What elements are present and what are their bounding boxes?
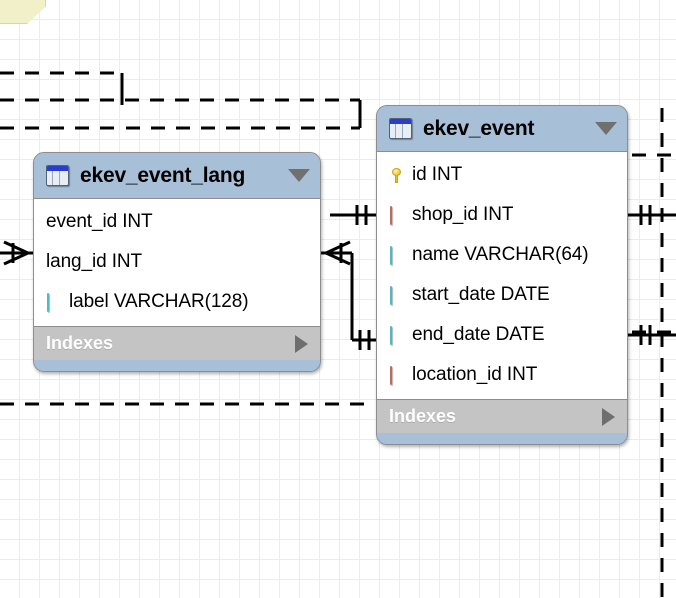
table-row[interactable]: lang_id INT: [34, 242, 320, 282]
rel-lang-left: [0, 240, 33, 266]
field-label: location_id INT: [412, 364, 538, 385]
indexes-section[interactable]: Indexes: [34, 326, 320, 360]
table-header[interactable]: ekev_event: [377, 106, 627, 151]
field-label: end_date DATE: [412, 324, 545, 345]
field-label: event_id INT: [46, 211, 153, 232]
table-ekev-event-lang[interactable]: ekev_event_lang event_id INT lang_id INT…: [33, 152, 321, 372]
table-icon: [46, 165, 69, 186]
table-title: ekev_event_lang: [80, 163, 246, 187]
diamond-cyan-icon: [389, 326, 405, 345]
table-row[interactable]: shop_id INT: [377, 195, 627, 235]
sticky-note[interactable]: [0, 0, 46, 24]
diamond-cyan-icon: [389, 246, 405, 265]
table-row[interactable]: start_date DATE: [377, 275, 627, 315]
field-label: start_date DATE: [412, 284, 550, 305]
field-label: name VARCHAR(64): [412, 244, 589, 265]
chevron-right-icon[interactable]: [602, 407, 615, 426]
table-row[interactable]: event_id INT: [34, 202, 320, 242]
rel-event-right-upper: [628, 205, 676, 225]
indexes-section[interactable]: Indexes: [377, 399, 627, 433]
table-row[interactable]: location_id INT: [377, 355, 627, 395]
field-label: shop_id INT: [412, 204, 514, 225]
rel-dashed-upper: [0, 98, 362, 128]
table-row[interactable]: id INT: [377, 155, 627, 195]
diamond-red-icon: [389, 366, 405, 385]
indexes-label: Indexes: [46, 333, 114, 353]
rel-lang-to-event: [321, 240, 376, 350]
rel-dashed-top: [0, 71, 124, 105]
field-label: id INT: [412, 164, 463, 185]
table-row[interactable]: label VARCHAR(128): [34, 282, 320, 322]
table-tail: [377, 433, 627, 444]
table-row[interactable]: name VARCHAR(64): [377, 235, 627, 275]
table-ekev-event[interactable]: ekev_event id INT shop_id INT name V: [376, 105, 628, 445]
diamond-cyan-icon: [46, 293, 62, 312]
table-fields: event_id INT lang_id INT label VARCHAR(1…: [34, 198, 320, 326]
field-label: lang_id INT: [46, 251, 143, 272]
primary-key-icon: [389, 167, 405, 183]
rel-event-location: [628, 325, 676, 345]
indexes-label: Indexes: [389, 406, 457, 426]
chevron-down-icon[interactable]: [288, 169, 310, 182]
rel-event-shop: [330, 205, 376, 225]
field-label: label VARCHAR(128): [69, 291, 249, 312]
diamond-cyan-icon: [389, 286, 405, 305]
chevron-down-icon[interactable]: [595, 122, 617, 135]
chevron-right-icon[interactable]: [295, 334, 308, 353]
table-fields: id INT shop_id INT name VARCHAR(64) star…: [377, 151, 627, 399]
table-header[interactable]: ekev_event_lang: [34, 153, 320, 198]
table-row[interactable]: end_date DATE: [377, 315, 627, 355]
diamond-red-icon: [389, 206, 405, 225]
table-tail: [34, 360, 320, 371]
table-icon: [389, 118, 412, 139]
table-title: ekev_event: [423, 116, 535, 140]
